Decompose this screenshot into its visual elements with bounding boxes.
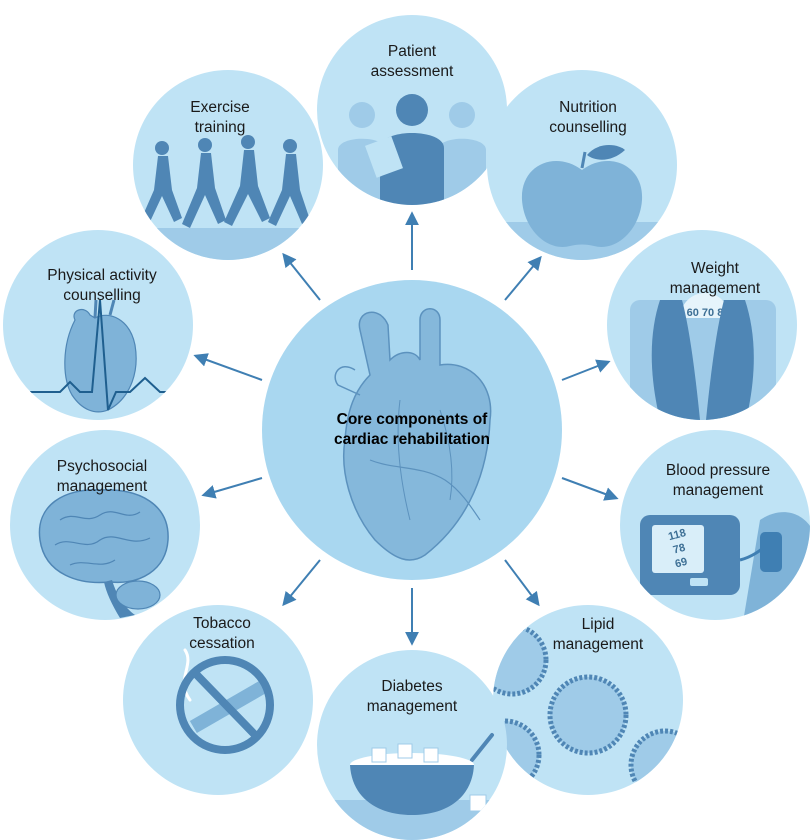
- brain-icon: [38, 489, 169, 618]
- doctor-icon: [338, 94, 486, 205]
- label-psychosocial-management-line2: management: [57, 478, 148, 495]
- label-blood-pressure-management-line1: Blood pressure: [666, 462, 770, 479]
- arrow-to-exercise-training: [282, 252, 321, 301]
- bp-diastolic: 78: [672, 542, 687, 557]
- node-blood-pressure-management: 118 78 69 Blood pressure management: [620, 430, 810, 620]
- label-patient-assessment-line1: Patient: [388, 43, 437, 60]
- no-smoking-icon: [176, 648, 274, 754]
- label-patient-assessment-line2: assessment: [371, 63, 454, 80]
- arrow-to-weight-management: [561, 359, 611, 381]
- node-psychosocial-management: Psychosocial management: [10, 430, 200, 620]
- node-diabetes-management: Diabetes management: [317, 650, 507, 840]
- label-physical-activity-counselling-line2: counselling: [63, 287, 141, 304]
- label-diabetes-management-line2: management: [367, 698, 458, 715]
- label-exercise-training-line1: Exercise: [190, 99, 249, 116]
- label-weight-management-line2: management: [670, 280, 761, 297]
- label-lipid-management-line1: Lipid: [582, 616, 615, 633]
- label-diabetes-management-line1: Diabetes: [381, 678, 442, 695]
- arrow-to-physical-activity-counselling: [193, 353, 263, 381]
- bp-pulse: 69: [674, 556, 689, 571]
- node-weight-management: 60 70 8 Weight management: [607, 230, 797, 420]
- scale-readout: 60 70 8: [687, 307, 724, 319]
- heart-icon: [334, 308, 492, 561]
- label-lipid-management-line2: management: [553, 636, 644, 653]
- node-tobacco-cessation: Tobacco cessation: [123, 605, 313, 795]
- label-exercise-training-line2: training: [195, 119, 246, 136]
- node-exercise-training: Exercise training: [133, 70, 323, 260]
- node-lipid-management: Lipid management: [493, 605, 683, 795]
- scale-icon: 60 70 8: [630, 293, 776, 420]
- label-weight-management-line1: Weight: [691, 260, 740, 277]
- arrow-to-lipid-management: [504, 559, 540, 607]
- label-blood-pressure-management-line2: management: [673, 482, 764, 499]
- label-tobacco-cessation-line1: Tobacco: [193, 615, 251, 632]
- label-physical-activity-counselling-line1: Physical activity: [47, 267, 157, 284]
- heart-ecg-icon: [30, 299, 185, 413]
- center-title-line1: Core components of: [337, 411, 489, 428]
- arrow-to-nutrition-counselling: [504, 255, 542, 301]
- arrow-to-tobacco-cessation: [282, 559, 321, 607]
- arrow-to-blood-pressure-management: [561, 477, 619, 501]
- center-node: Core components of cardiac rehabilitatio…: [262, 280, 562, 580]
- label-psychosocial-management-line1: Psychosocial: [57, 458, 147, 475]
- label-tobacco-cessation-line2: cessation: [189, 635, 254, 652]
- center-title-line2: cardiac rehabilitation: [334, 431, 490, 448]
- arrow-to-psychosocial-management: [201, 477, 263, 499]
- arrows: [193, 211, 619, 646]
- label-nutrition-counselling-line2: counselling: [549, 119, 627, 136]
- node-physical-activity-counselling: Physical activity counselling: [3, 230, 193, 420]
- label-nutrition-counselling-line1: Nutrition: [559, 99, 617, 116]
- bp-systolic: 118: [667, 527, 687, 543]
- node-patient-assessment: Patient assessment: [317, 15, 507, 205]
- blood-pressure-monitor-icon: 118 78 69: [640, 512, 810, 620]
